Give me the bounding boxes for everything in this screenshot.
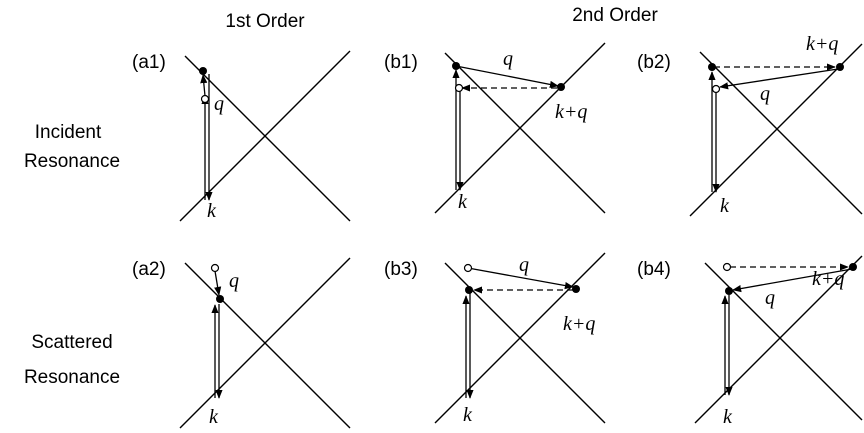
q-arrow bbox=[719, 68, 839, 90]
cone-line-falling bbox=[184, 55, 351, 222]
q-label: q bbox=[503, 48, 513, 70]
k-label: k bbox=[723, 406, 733, 428]
panel-label: (a2) bbox=[132, 259, 166, 280]
cone-line-falling bbox=[699, 51, 863, 215]
kq-label: k+q bbox=[812, 268, 844, 290]
row-scattered-line2: Resonance bbox=[24, 367, 120, 388]
kq-label: k+q bbox=[806, 33, 838, 55]
kq-state-dot bbox=[849, 263, 857, 271]
cone-line-rising bbox=[694, 255, 863, 424]
q-arrow bbox=[732, 268, 853, 293]
filled-state-dot bbox=[199, 67, 207, 75]
kq-state-dot bbox=[836, 63, 844, 71]
k-label: k bbox=[720, 195, 730, 217]
q-arrow bbox=[467, 267, 574, 290]
panel-a2: (a2) q k bbox=[132, 257, 351, 429]
panel-label: (b3) bbox=[384, 259, 418, 280]
panel-b2: (b2) q k+q k bbox=[637, 33, 863, 217]
open-state-dot bbox=[463, 263, 473, 273]
k-label: k bbox=[207, 200, 217, 222]
q-arrow bbox=[200, 74, 208, 97]
filled-state-dot bbox=[216, 295, 224, 303]
panel-b3: (b3) q k+q k bbox=[384, 252, 606, 426]
k-label: k bbox=[463, 404, 473, 426]
panel-label: (b4) bbox=[637, 259, 671, 280]
panel-label: (a1) bbox=[132, 52, 166, 73]
row-incident-line1: Incident bbox=[35, 122, 102, 143]
k-label: k bbox=[209, 406, 219, 428]
row-incident-line2: Resonance bbox=[24, 151, 120, 172]
row-scattered-line1: Scattered bbox=[31, 332, 112, 353]
q-label: q bbox=[214, 93, 224, 115]
panel-b1: (b1) q k+q k bbox=[384, 42, 606, 214]
kq-state-dot bbox=[557, 83, 565, 91]
header-first-order: 1st Order bbox=[225, 11, 305, 32]
q-arrow bbox=[214, 270, 222, 296]
cone-line-falling bbox=[444, 52, 606, 214]
kq-label: k+q bbox=[555, 101, 587, 123]
filled-state-dot bbox=[708, 63, 716, 71]
q-label: q bbox=[760, 83, 770, 105]
k-label: k bbox=[458, 191, 468, 213]
panel-label: (b2) bbox=[637, 52, 671, 73]
open-state-dot bbox=[200, 94, 210, 104]
q-label: q bbox=[765, 287, 775, 309]
open-state-dot bbox=[711, 84, 721, 94]
cone-line-falling bbox=[184, 262, 351, 429]
open-state-dot bbox=[722, 262, 732, 272]
kq-label: k+q bbox=[563, 313, 595, 335]
panel-a1: (a1) q k bbox=[132, 50, 351, 222]
q-label: q bbox=[519, 254, 529, 276]
q-label: q bbox=[229, 270, 239, 292]
panel-label: (b1) bbox=[384, 52, 418, 73]
q-arrow bbox=[455, 65, 559, 88]
panel-b4: (b4) q k+q k bbox=[637, 255, 863, 428]
open-state-dot bbox=[210, 263, 220, 273]
kq-state-dot bbox=[572, 285, 580, 293]
filled-state-dot bbox=[452, 62, 460, 70]
open-state-dot bbox=[454, 83, 464, 93]
filled-state-dot bbox=[465, 286, 473, 294]
filled-state-dot bbox=[725, 287, 733, 295]
header-second-order: 2nd Order bbox=[572, 5, 658, 26]
